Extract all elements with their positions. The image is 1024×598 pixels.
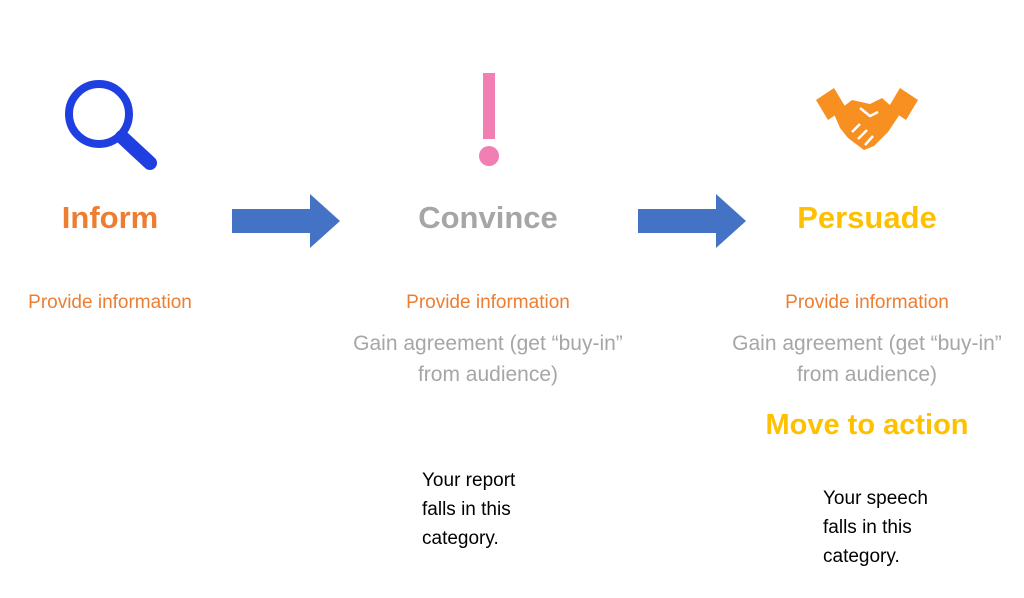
stage-convince-line-1: Provide information: [406, 292, 570, 313]
report-note-line-1: Your report: [422, 470, 516, 491]
stage-convince-line-2: Gain agreement (get “buy-in”: [353, 332, 623, 355]
search-icon: [60, 76, 164, 172]
speech-note-line-2: falls in this: [823, 517, 912, 538]
arrow-right-icon: [638, 194, 748, 248]
handshake-icon: [812, 84, 922, 156]
speech-note-line-1: Your speech: [823, 488, 928, 509]
report-note-line-2: falls in this: [422, 499, 511, 520]
arrow-right-icon: [232, 194, 342, 248]
stage-convince-line-3: from audience): [417, 363, 559, 386]
stage-persuade-action: Move to action: [765, 409, 969, 441]
speech-note: Your speech falls in this category.: [823, 484, 928, 571]
stage-persuade-line-2: Gain agreement (get “buy-in”: [732, 332, 1002, 355]
stage-inform-line-1: Provide information: [28, 292, 192, 313]
stage-title-inform: Inform: [61, 200, 159, 235]
stage-persuade-line-1: Provide information: [785, 292, 949, 313]
stage-persuade-line-3: from audience): [796, 363, 938, 386]
exclamation-icon: [474, 70, 504, 170]
stage-title-convince: Convince: [418, 200, 558, 235]
report-note: Your report falls in this category.: [422, 466, 515, 553]
speech-note-line-3: category.: [823, 546, 900, 567]
stage-title-persuade: Persuade: [797, 200, 937, 235]
report-note-line-3: category.: [422, 528, 499, 549]
